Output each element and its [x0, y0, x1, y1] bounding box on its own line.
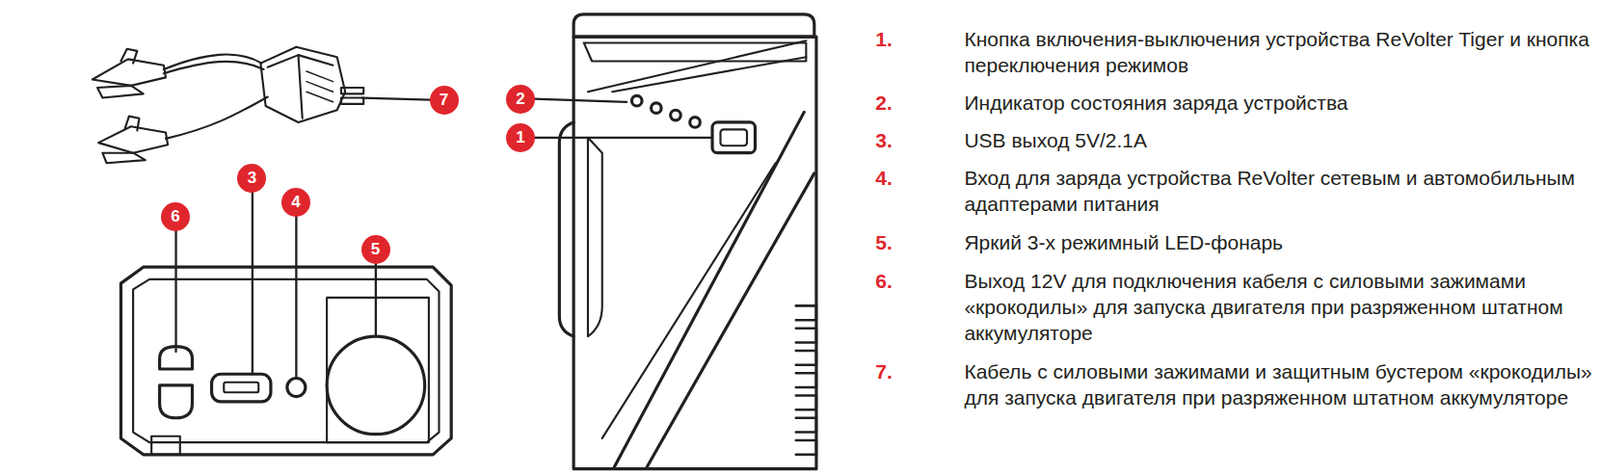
list-description: Кнопка включения-выключения устройства R…: [963, 26, 1593, 79]
callout-number: 1: [515, 128, 525, 148]
device-housing: [573, 36, 817, 470]
list-description: Яркий 3-х режимный LED-фонарь: [963, 229, 1593, 256]
port-12v-half: [160, 346, 193, 370]
list-number: 4.: [875, 164, 893, 191]
side-rib: [796, 305, 817, 320]
list-number: 5.: [875, 229, 893, 256]
list-number: 6.: [875, 267, 893, 294]
callout-number: 6: [170, 207, 180, 227]
callout-number: 5: [371, 240, 380, 260]
list-number: 2.: [875, 89, 893, 116]
usb-port-inner: [223, 382, 259, 394]
leader-line: [294, 214, 297, 378]
list-description: Вход для заряда устройства ReVolter сете…: [963, 164, 1593, 217]
clamp-lever: [125, 116, 140, 132]
callout-number: 4: [291, 192, 300, 213]
list-description: USB выход 5V/2.1A: [963, 127, 1593, 154]
callout-circle: 6: [160, 202, 190, 232]
side-rib: [796, 418, 817, 433]
usb-port: [212, 373, 271, 402]
led-lamp: [326, 336, 426, 435]
side-rib: [796, 395, 817, 410]
side-ribs: [796, 305, 817, 454]
leader-line: [533, 99, 627, 103]
callout-circle: 5: [361, 235, 391, 265]
booster-box: [260, 47, 346, 123]
power-button: [712, 122, 755, 154]
leader-lines: [176, 98, 713, 379]
led-housing: [326, 297, 429, 443]
indicator-led: [631, 95, 642, 107]
booster-box-edge: [297, 54, 302, 119]
alligator-clamp: [92, 58, 166, 86]
device-bottom-view: [120, 266, 452, 455]
list-number: 3.: [875, 127, 893, 154]
plug-prong: [341, 98, 364, 105]
power-button-inner: [720, 129, 747, 146]
side-rib: [796, 440, 817, 455]
side-rib: [796, 328, 817, 344]
bottom-tab: [151, 436, 181, 455]
indicator-led: [651, 103, 663, 114]
device-body: [559, 14, 817, 470]
list-description: Индикатор состояния заряда устройства: [963, 89, 1593, 116]
leader-line: [174, 230, 177, 352]
callout-circle: 1: [506, 123, 535, 153]
list-number: 7.: [875, 358, 893, 385]
top-band: [584, 42, 807, 61]
callout-circle: 2: [506, 84, 535, 114]
booster-box-edge: [267, 54, 334, 68]
callout-number: 2: [515, 89, 525, 109]
side-rib: [796, 350, 817, 366]
callout-circle: 3: [237, 163, 267, 193]
leader-line: [374, 263, 377, 337]
device-grip: [559, 122, 574, 337]
bottom-housing-inner: [133, 279, 439, 443]
callout-number: 7: [439, 90, 449, 110]
diagonal-stripe: [646, 173, 815, 468]
port-12v-half: [160, 385, 193, 419]
list-description: Выход 12V для подключения кабеля с силов…: [963, 267, 1593, 347]
bottom-housing: [120, 266, 452, 455]
charge-input: [287, 377, 306, 397]
plug-prong: [341, 87, 364, 94]
leader-line: [362, 98, 431, 101]
side-groove: [587, 137, 603, 337]
indicator-led: [670, 109, 682, 121]
alligator-clamp-jaw: [102, 153, 145, 164]
side-rib: [796, 373, 817, 388]
diagonal-stripe: [602, 162, 776, 439]
alligator-clamp-jaw: [97, 85, 144, 99]
panel-edge: [612, 56, 806, 92]
cable-wire: [163, 54, 263, 70]
list-description: Кабель с силовыми зажимами и защитным бу…: [963, 358, 1593, 411]
leader-line: [251, 191, 254, 374]
device-top-cap: [573, 14, 815, 37]
booster-vents: [306, 71, 334, 103]
clamp-lever: [120, 49, 137, 64]
panel-edge: [587, 40, 806, 92]
diagonal-stripe: [613, 111, 804, 467]
indicator-led: [690, 117, 701, 129]
cable-wire: [165, 97, 268, 139]
callout-circle: 4: [281, 187, 311, 217]
list-number: 1.: [875, 26, 893, 53]
callout-circle: 7: [429, 85, 459, 115]
callout-number: 3: [247, 168, 257, 188]
clamp-cable: [92, 47, 364, 164]
alligator-clamp: [98, 126, 168, 154]
